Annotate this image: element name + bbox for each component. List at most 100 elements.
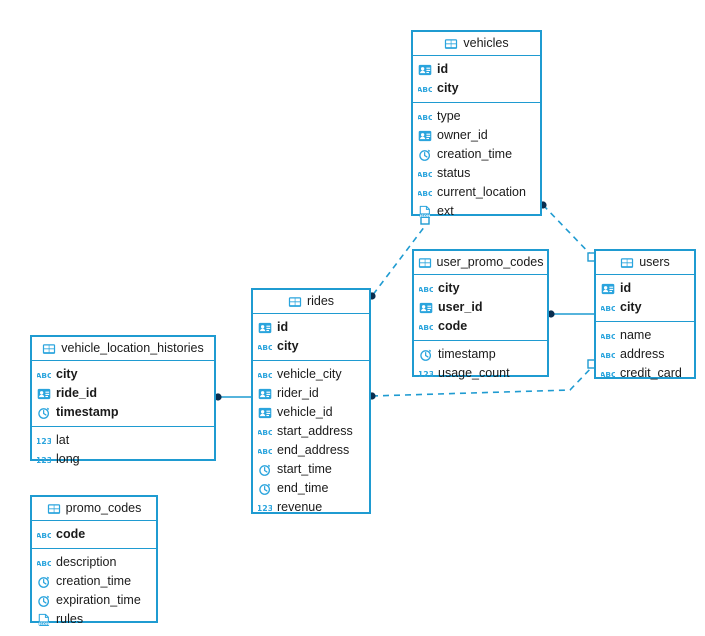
column-row[interactable]: rider_id bbox=[253, 384, 369, 403]
column-section-vehicles: ABCtypeowner_idcreation_timeABCstatusABC… bbox=[413, 103, 540, 225]
column-name: creation_time bbox=[56, 574, 132, 589]
table-header-user_promo_codes[interactable]: user_promo_codes bbox=[414, 251, 547, 275]
svg-text:ABC: ABC bbox=[258, 370, 272, 379]
column-row[interactable]: vehicle_id bbox=[253, 403, 369, 422]
column-row[interactable]: user_id bbox=[414, 298, 547, 317]
svg-text:ABC: ABC bbox=[37, 370, 51, 379]
primary-key-section-user_promo_codes: ABCcity user_idABCcode bbox=[414, 275, 547, 341]
column-row[interactable]: ABCcity bbox=[414, 279, 547, 298]
table-node-rides[interactable]: rides idABCcityABCvehicle_cityrider_idveh… bbox=[251, 288, 371, 514]
column-row[interactable]: ABCcity bbox=[253, 337, 369, 356]
table-header-promo_codes[interactable]: promo_codes bbox=[32, 497, 156, 521]
column-name: revenue bbox=[277, 500, 323, 515]
id-card-key-icon bbox=[258, 407, 272, 418]
column-row[interactable]: ride_id bbox=[32, 384, 214, 403]
column-name: ride_id bbox=[56, 386, 97, 401]
column-row[interactable]: ABCcode bbox=[414, 317, 547, 336]
svg-text:ABC: ABC bbox=[418, 112, 432, 121]
column-row[interactable]: ABCend_address bbox=[253, 441, 369, 460]
abc-text-icon: ABC bbox=[258, 370, 272, 379]
column-name: credit_card bbox=[620, 366, 682, 381]
column-row[interactable]: ABC city bbox=[32, 365, 214, 384]
column-row[interactable]: ABCaddress bbox=[596, 345, 694, 364]
clock-timestamp-icon bbox=[420, 349, 432, 361]
123-number-icon: 123 bbox=[37, 456, 51, 465]
svg-text:JSON: JSON bbox=[419, 214, 430, 218]
column-row[interactable]: ABCname bbox=[596, 326, 694, 345]
column-row[interactable]: ABCdescription bbox=[32, 553, 156, 572]
column-name: long bbox=[56, 452, 80, 467]
table-title: user_promo_codes bbox=[436, 255, 544, 270]
svg-text:JSON: JSON bbox=[38, 622, 49, 626]
id-card-key-icon bbox=[37, 388, 51, 399]
table-title: vehicles bbox=[463, 36, 509, 51]
abc-text-icon: ABC bbox=[258, 427, 272, 436]
table-node-users[interactable]: usersidABCcityABCnameABCaddressABCcredit… bbox=[594, 249, 696, 379]
column-row[interactable]: creation_time bbox=[32, 572, 156, 591]
table-grid-icon bbox=[47, 503, 60, 514]
column-row[interactable]: ABCcity bbox=[596, 298, 694, 317]
abc-text-icon: ABC bbox=[601, 369, 615, 378]
relationship-user_promo_codes-to-users[interactable] bbox=[547, 310, 594, 318]
column-row[interactable]: ABCstatus bbox=[413, 164, 540, 183]
column-row[interactable]: 123lat bbox=[32, 431, 214, 450]
column-row[interactable]: ABCcode bbox=[32, 525, 156, 544]
column-row[interactable]: ABCstart_address bbox=[253, 422, 369, 441]
column-row[interactable]: ABC current_location bbox=[413, 183, 540, 202]
table-header-vehicle_location_histories[interactable]: vehicle_location_histories bbox=[32, 337, 214, 361]
column-row[interactable]: creation_time bbox=[413, 145, 540, 164]
column-row[interactable]: 123 long bbox=[32, 450, 214, 469]
column-row[interactable]: end_time bbox=[253, 479, 369, 498]
column-name: ext bbox=[437, 204, 454, 219]
clock-timestamp-icon bbox=[259, 483, 271, 495]
abc-text-icon: ABC bbox=[418, 188, 432, 197]
column-row[interactable]: id bbox=[596, 279, 694, 298]
primary-key-section-promo_codes: ABCcode bbox=[32, 521, 156, 549]
column-name: description bbox=[56, 555, 117, 570]
svg-text:ABC: ABC bbox=[258, 342, 272, 351]
table-node-promo_codes[interactable]: promo_codesABCcodeABCdescription creation… bbox=[30, 495, 158, 626]
column-row[interactable]: ABCvehicle_city bbox=[253, 365, 369, 384]
column-row[interactable]: timestamp bbox=[32, 403, 214, 422]
column-row[interactable]: 123usage_count bbox=[414, 364, 547, 383]
column-row[interactable]: ABC credit_card bbox=[596, 364, 694, 383]
column-row[interactable]: start_time bbox=[253, 460, 369, 479]
column-row[interactable]: JSON ext bbox=[413, 202, 540, 221]
column-name: type bbox=[437, 109, 461, 124]
column-row[interactable]: id bbox=[413, 60, 540, 79]
abc-text-icon: ABC bbox=[258, 446, 272, 455]
column-row[interactable]: owner_id bbox=[413, 126, 540, 145]
relationship-vehicle_location_histories-to-rides[interactable] bbox=[214, 393, 251, 401]
id-card-key-icon bbox=[419, 302, 433, 313]
id-card-key-icon bbox=[601, 283, 615, 294]
table-header-users[interactable]: users bbox=[596, 251, 694, 275]
column-row[interactable]: id bbox=[253, 318, 369, 337]
column-row[interactable]: ABCcity bbox=[413, 79, 540, 98]
column-row[interactable]: 123revenue bbox=[253, 498, 369, 517]
column-row[interactable]: ABC type bbox=[413, 107, 540, 126]
table-grid-icon bbox=[621, 257, 634, 268]
column-name: timestamp bbox=[438, 347, 496, 362]
column-name: vehicle_id bbox=[277, 405, 333, 420]
svg-text:ABC: ABC bbox=[601, 303, 615, 312]
column-name: city bbox=[56, 367, 78, 382]
table-node-vehicles[interactable]: vehiclesidABCcityABCtypeowner_idcreation… bbox=[411, 30, 542, 218]
relationship-line bbox=[542, 204, 595, 259]
table-grid-icon bbox=[418, 257, 431, 268]
column-name: current_location bbox=[437, 185, 526, 200]
column-row[interactable]: expiration_time bbox=[32, 591, 156, 610]
column-section-promo_codes: ABCdescription creation_time expiration_ti… bbox=[32, 549, 156, 633]
table-header-vehicles[interactable]: vehicles bbox=[413, 32, 540, 56]
table-title: rides bbox=[306, 294, 335, 309]
table-node-user_promo_codes[interactable]: user_promo_codesABCcity user_idABCcode tim… bbox=[412, 249, 549, 379]
column-row[interactable]: timestamp bbox=[414, 345, 547, 364]
column-name: start_time bbox=[277, 462, 332, 477]
column-name: user_id bbox=[438, 300, 483, 315]
table-header-rides[interactable]: rides bbox=[253, 290, 369, 314]
svg-text:ABC: ABC bbox=[418, 169, 432, 178]
column-name: timestamp bbox=[56, 405, 119, 420]
table-node-vehicle_location_histories[interactable]: vehicle_location_historiesABC city ride_id… bbox=[30, 335, 216, 465]
svg-text:ABC: ABC bbox=[418, 84, 432, 93]
